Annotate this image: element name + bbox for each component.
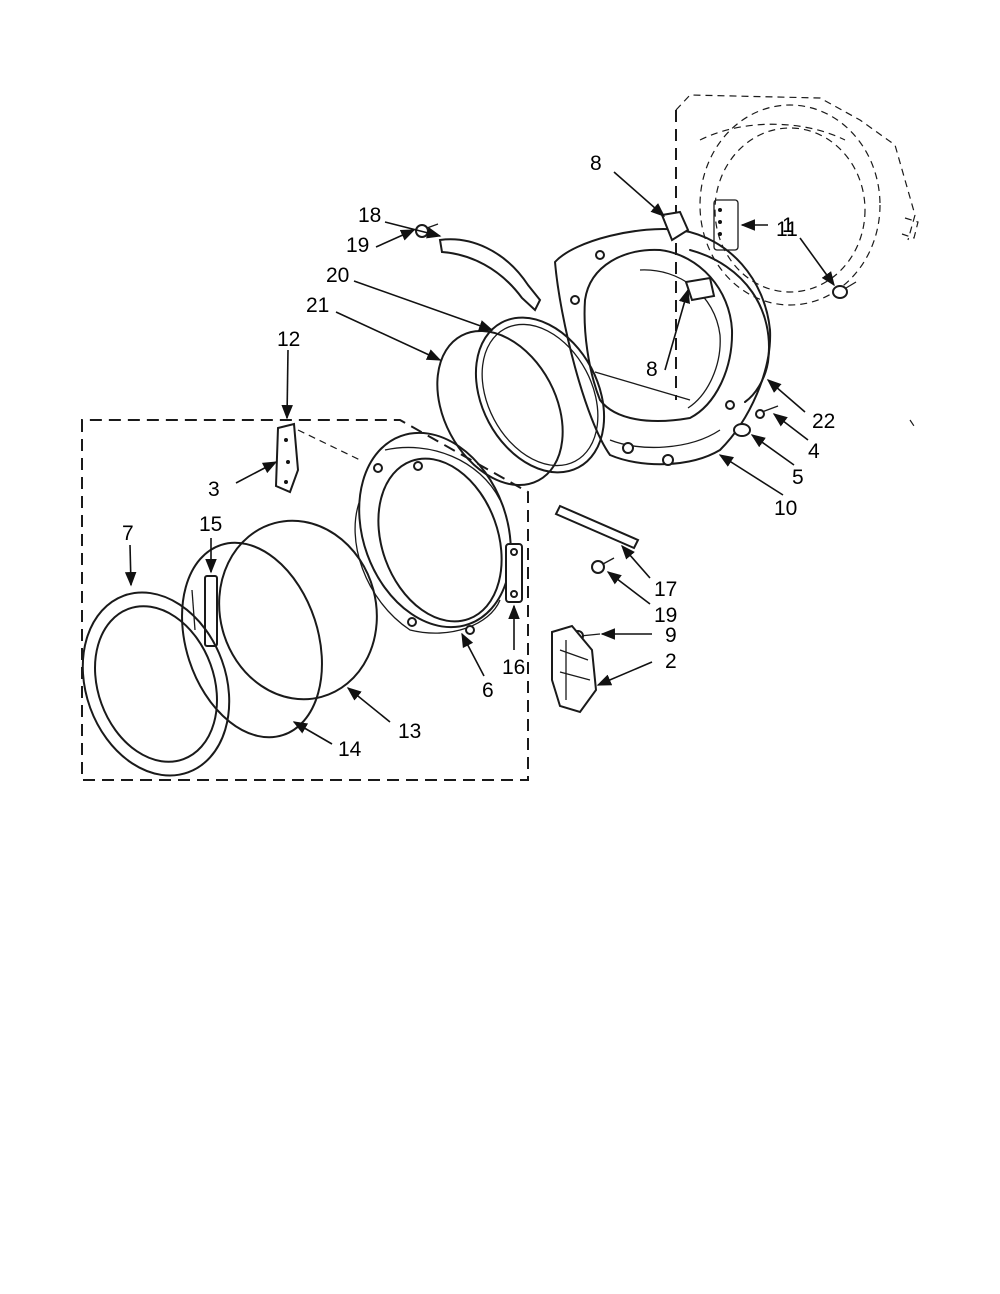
callout-1: 1 (782, 214, 794, 237)
callout-15: 15 (199, 513, 222, 536)
outer-door-ring (81, 591, 231, 777)
door-handle (438, 238, 542, 312)
callout-9: 9 (665, 624, 677, 647)
screw-part-19-lower (591, 557, 615, 574)
leader-lines (124, 171, 835, 745)
glass-gasket (474, 316, 606, 474)
inner-door-frame (354, 431, 512, 635)
callout-6: 6 (482, 679, 494, 702)
screw-part-4 (755, 405, 779, 419)
callout-13: 13 (398, 720, 421, 743)
inner-panel (218, 519, 378, 701)
callout-4: 4 (808, 440, 820, 463)
door-assembly-box (81, 419, 529, 781)
hinge-bracket-top (660, 210, 690, 242)
callout-19-lower: 19 (654, 604, 677, 627)
hinge-assembly (551, 624, 598, 714)
callout-14: 14 (338, 738, 362, 761)
callout-22: 22 (812, 410, 835, 433)
callout-11: 11 (776, 218, 798, 241)
callout-8-top: 8 (590, 152, 602, 175)
callout-5: 5 (792, 466, 804, 489)
door-shell (181, 541, 323, 739)
callout-labels: 8 1 11 18 19 20 21 12 8 22 4 5 10 3 7 15… (122, 152, 835, 761)
door-catch (684, 276, 716, 302)
callout-16: 16 (502, 656, 525, 679)
hinge-plate (274, 422, 361, 494)
screw-part-11 (832, 281, 857, 299)
callout-12: 12 (277, 328, 300, 351)
callout-10: 10 (774, 497, 797, 520)
callout-3: 3 (208, 478, 220, 501)
seal-strip (689, 249, 770, 403)
callout-19-top: 19 (346, 234, 369, 257)
door-trim-strip (191, 575, 218, 647)
glass-gasket-inner (481, 323, 599, 467)
door-glass (436, 329, 564, 487)
latch (505, 543, 523, 603)
washer-part-5 (733, 423, 751, 437)
callout-18: 18 (358, 204, 381, 227)
callout-2: 2 (665, 650, 677, 673)
hinge-bar (554, 504, 640, 550)
cabinet-front-panel (675, 94, 919, 427)
callout-7: 7 (122, 522, 134, 545)
callout-8-lower: 8 (646, 358, 658, 381)
callout-17: 17 (654, 578, 677, 601)
callout-20: 20 (326, 264, 349, 287)
callout-21: 21 (306, 294, 329, 317)
